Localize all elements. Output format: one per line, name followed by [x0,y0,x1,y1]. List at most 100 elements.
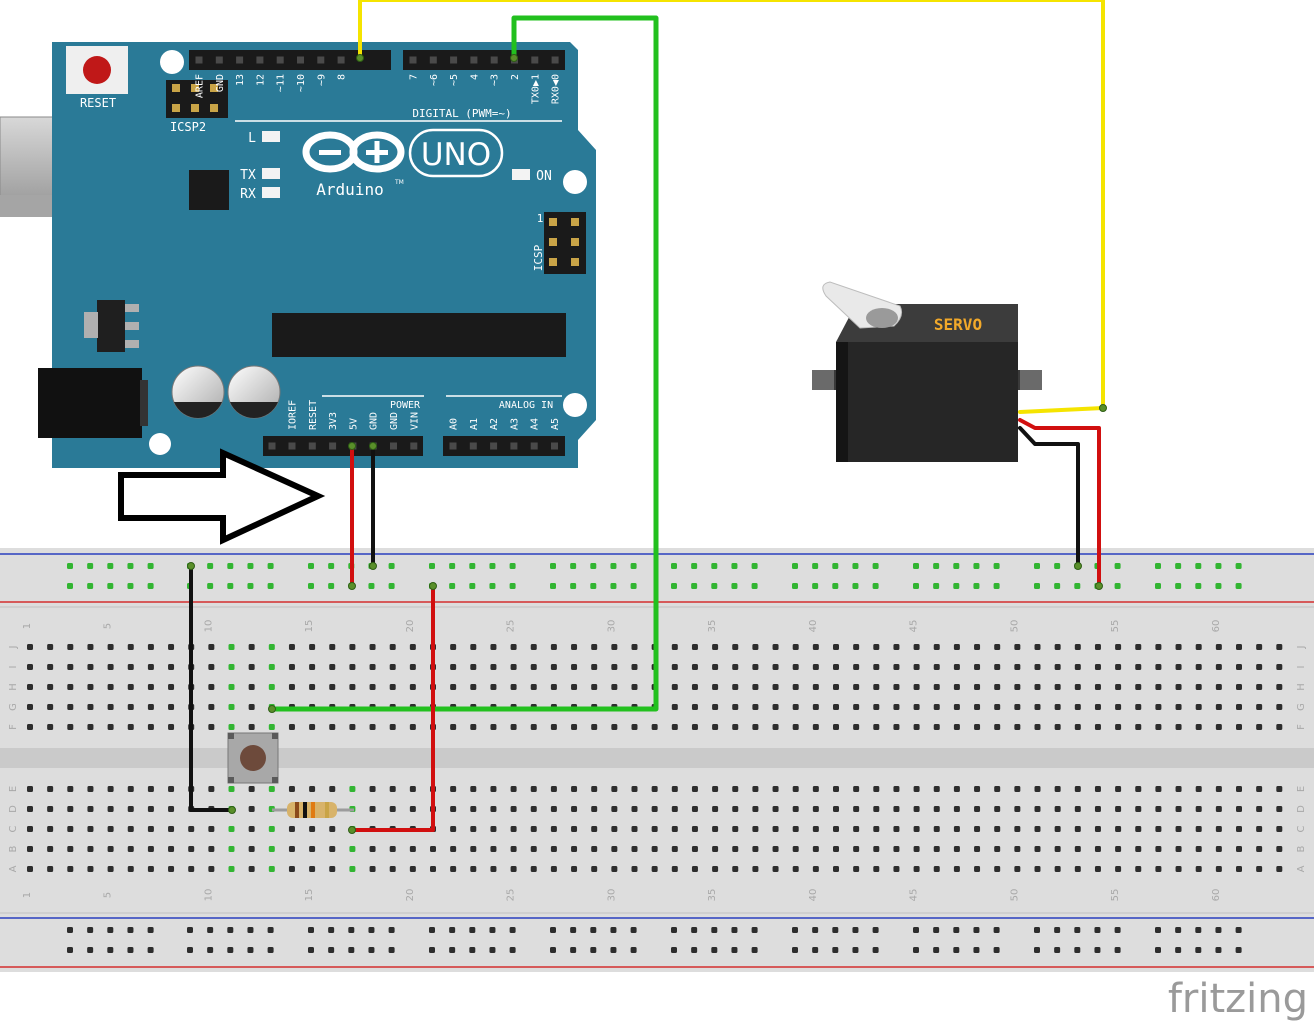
breadboard-hole [1034,786,1041,792]
breadboard-hole [1276,826,1283,832]
breadboard-hole [671,644,678,650]
breadboard-hole [1276,786,1283,792]
breadboard-hole [1094,806,1101,812]
breadboard-hole [450,806,457,812]
breadboard-hole [369,684,376,690]
header-pin[interactable] [276,56,284,64]
breadboard-hole [470,724,477,730]
breadboard-hole [893,684,900,690]
column-number: 20 [405,889,416,902]
rail-hole [590,947,597,953]
breadboard-hole [772,724,779,730]
header-pin[interactable] [410,442,418,450]
breadboard-hole [1034,826,1041,832]
breadboard-hole [691,704,698,710]
breadboard-hole [933,684,940,690]
breadboard-hole [349,724,356,730]
header-pin[interactable] [470,56,478,64]
pin-label: A3 [509,418,520,430]
breadboard-hole [107,704,114,710]
breadboard-hole [913,786,920,792]
breadboard-hole [611,664,618,670]
breadboard-hole [1175,724,1182,730]
rail-hole [590,583,597,589]
header-pin[interactable] [409,56,417,64]
breadboard-hole [893,826,900,832]
mounting-hole [149,433,171,455]
column-number: 5 [103,892,114,898]
breadboard-hole [47,644,54,650]
breadboard-hole [268,786,275,792]
header-pin[interactable] [551,56,559,64]
breadboard-hole [833,664,839,670]
push-button[interactable] [227,732,279,784]
header-pin[interactable] [390,442,397,450]
header-pin[interactable] [288,442,296,450]
header-pin[interactable] [469,442,477,450]
breadboard-hole [47,786,54,792]
header-pin[interactable] [195,56,203,64]
breadboard-hole [873,786,880,792]
header-pin[interactable] [531,56,539,64]
header-pin[interactable] [256,56,264,64]
breadboard-hole [248,644,255,650]
breadboard-hole [490,786,497,792]
header-pin[interactable] [268,442,276,450]
pin-label: RESET [308,400,319,430]
header-pin[interactable] [551,442,558,450]
pin-label: 3V3 [328,412,339,430]
breadboard-hole [1155,664,1162,670]
row-letter: C [1296,825,1307,832]
fritzing-logo: fritzing [1167,976,1308,1022]
breadboard-hole [913,684,920,690]
servo-label: SERVO [934,315,982,334]
header-pin[interactable] [449,442,457,450]
breadboard-hole [389,724,396,730]
header-pin[interactable] [429,56,437,64]
breadboard-hole [67,724,74,730]
breadboard-hole [168,866,175,872]
header-pin[interactable] [490,56,498,64]
header-pin[interactable] [510,442,518,450]
row-letter: J [8,646,19,650]
header-pin[interactable] [337,56,345,64]
reset-button-cap[interactable] [83,56,111,84]
header-pin[interactable] [450,56,458,64]
rail-hole [368,583,375,589]
breadboard-hole [1155,806,1162,812]
breadboard-hole [691,664,698,670]
rail-hole [469,563,476,569]
breadboard-hole [1074,644,1081,650]
breadboard-hole [974,644,981,650]
header-pin[interactable] [236,56,244,64]
breadboard-hole [510,826,517,832]
header-pin[interactable] [215,56,223,64]
breadboard-hole [651,724,658,730]
rail-hole [247,563,254,569]
breadboard-hole [188,866,195,872]
rail-hole [570,583,577,589]
breadboard-hole [752,846,759,852]
header-pin[interactable] [490,442,498,450]
rail-hole [731,563,738,569]
column-number: 10 [203,620,214,633]
breadboard-hole [873,826,880,832]
icsp-pin1-label: 1 [537,212,544,225]
breadboard-hole [1115,664,1122,670]
breadboard-hole [550,826,557,832]
header-pin[interactable] [530,442,538,450]
rail-hole [550,563,556,569]
header-pin[interactable] [317,56,325,64]
rail-hole [610,583,617,589]
push-button-cap[interactable] [240,745,266,771]
header-pin[interactable] [329,442,337,450]
header-pin[interactable] [308,442,316,450]
breadboard-hole [591,664,598,670]
breadboard-hole [168,684,175,690]
breadboard-hole [107,826,114,832]
rail-hole [872,583,879,589]
breadboard-hole [651,866,658,872]
breadboard-hole [67,826,74,832]
header-pin[interactable] [297,56,304,64]
breadboard-hole [1135,664,1142,670]
